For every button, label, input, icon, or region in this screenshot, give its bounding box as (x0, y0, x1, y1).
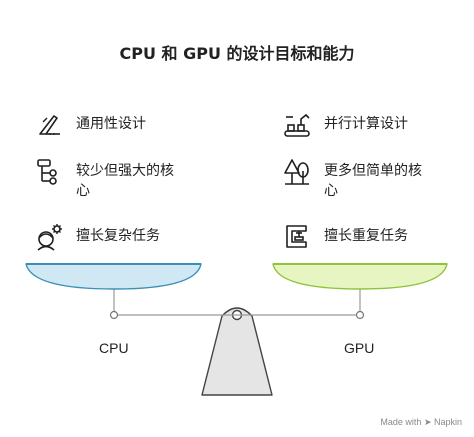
engineer-gear-icon (37, 224, 62, 251)
cpu-item-general-design: 通用性设计 (34, 114, 184, 140)
diagram-title: CPU 和 GPU 的设计目标和能力 (119, 44, 355, 63)
gpu-item-more-cores: 更多但简单的核心 (282, 159, 432, 201)
right-joint (355, 310, 365, 320)
left-joint (109, 310, 119, 320)
gpu-item-label: 擅长重复任务 (324, 228, 408, 244)
gpu-item-label: 并行计算设计 (324, 116, 408, 132)
napkin-credit: Made with ➤ Napkin (380, 417, 462, 427)
trees-icon (284, 159, 309, 185)
cpu-item-fewer-cores: 较少但强大的核心 (34, 159, 184, 201)
conveyor-robot-icon (284, 113, 310, 137)
gpu-item-parallel-design: 并行计算设计 (282, 113, 432, 140)
cpu-item-label: 擅长复杂任务 (76, 228, 160, 244)
fulcrum (201, 307, 273, 396)
cpu-item-complex-tasks: 擅长复杂任务 (34, 224, 184, 252)
knife-icon (39, 115, 60, 135)
gpu-item-repetitive-tasks: 擅长重复任务 (282, 225, 432, 252)
cpu-item-label: 较少但强大的核心 (76, 163, 174, 199)
gpu-item-label: 更多但简单的核心 (324, 163, 422, 199)
cpu-item-label: 通用性设计 (76, 116, 146, 132)
cpu-label: CPU (99, 340, 129, 356)
gpu-label: GPU (344, 340, 375, 356)
cpu-pan (25, 263, 202, 290)
clamp-tool-icon (286, 225, 307, 248)
gpu-pan (272, 263, 448, 290)
flowchart-icon (37, 159, 57, 185)
